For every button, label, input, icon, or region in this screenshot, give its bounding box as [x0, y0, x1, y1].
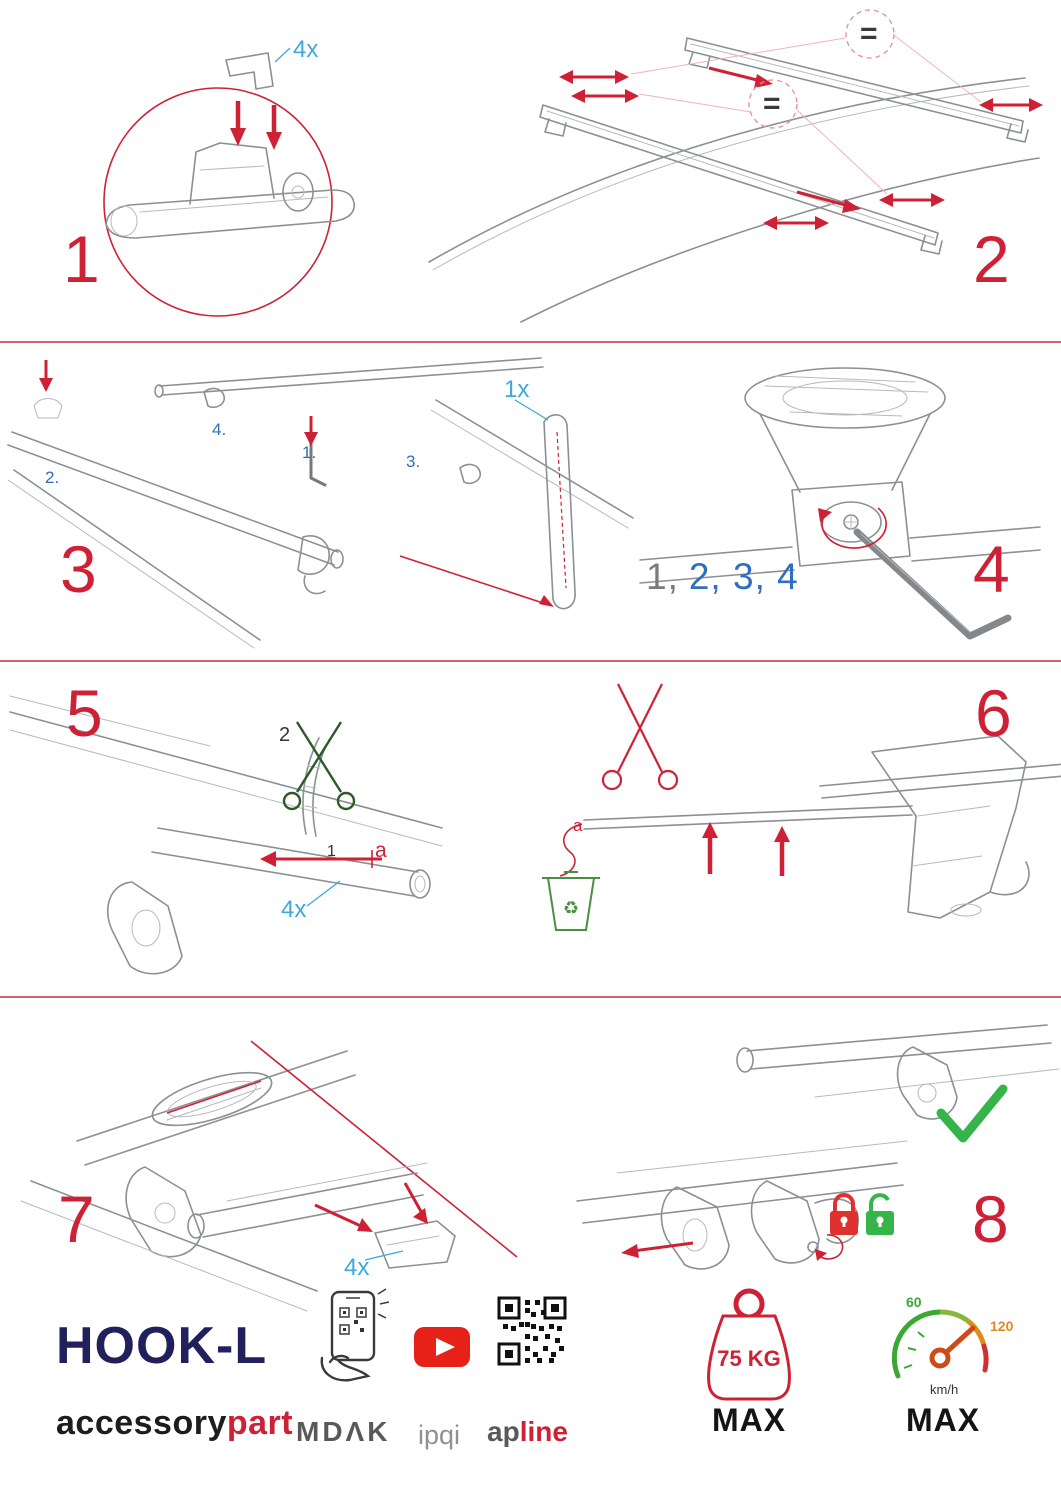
trash-icon: ♻ — [542, 871, 600, 931]
sequence-remaining: 2, 3, 4 — [688, 556, 799, 597]
insert-down-arrows-icon — [230, 101, 282, 150]
step-5-insert-label: 1 — [327, 843, 336, 860]
brand-part-1: accessory — [56, 1404, 227, 1442]
step-8-number: 8 — [972, 1182, 1009, 1256]
speedometer-icon — [891, 1309, 989, 1379]
step-6-illustration: ♻ — [542, 683, 1061, 931]
max-load-label: MAX — [711, 1402, 787, 1438]
weight-icon — [707, 1288, 791, 1401]
equal-sign: = — [860, 17, 878, 50]
checkmark-icon — [936, 1084, 1008, 1143]
step-5-illustration — [9, 695, 443, 975]
lock-open-icon — [866, 1193, 894, 1235]
tighten-arrow-icon — [820, 1234, 844, 1260]
scissors-icon — [601, 683, 679, 791]
speed-min-label: 60 — [906, 1294, 922, 1310]
product-name: HOOK-L — [56, 1317, 268, 1375]
logo-apline-part-1: ap — [487, 1416, 520, 1447]
brand-logo: accessorypart — [56, 1404, 293, 1443]
step-1-number: 1 — [63, 222, 100, 296]
step-4-number: 4 — [973, 532, 1010, 606]
section-divider-2 — [0, 660, 1061, 662]
equal-badge-circle — [748, 79, 798, 129]
step-7-number: 7 — [58, 1182, 95, 1256]
step-5-ref-label: a — [375, 839, 387, 862]
play-icon — [436, 1338, 455, 1356]
scissors-icon — [282, 721, 356, 811]
magnifier-circle — [103, 87, 333, 317]
allen-key-icon — [853, 528, 1012, 640]
step-2-illustration — [428, 9, 1043, 323]
step-7-quantity: 4x — [344, 1254, 370, 1281]
allen-key-icon — [309, 442, 327, 487]
step-1-illustration — [103, 47, 355, 317]
lock-closed-icon — [830, 1193, 858, 1235]
push-up-arrows-icon — [702, 822, 790, 876]
speed-max-label: MAX — [905, 1402, 981, 1438]
step-3-number: 3 — [60, 532, 97, 606]
step-5-quantity: 4x — [281, 896, 307, 923]
step-8-illustration — [576, 1024, 1060, 1270]
section-divider-1 — [0, 341, 1061, 343]
step-6-number: 6 — [975, 676, 1012, 750]
strap-part — [543, 414, 576, 610]
recycle-icon: ♻ — [563, 898, 579, 918]
step-3-mark-1: 1. — [302, 443, 317, 462]
step-3-mark-2: 2. — [45, 468, 60, 487]
step-3-mark-4: 4. — [212, 420, 227, 439]
section-divider-3 — [0, 996, 1061, 998]
equal-spacing-arrows-icon — [559, 66, 1043, 230]
youtube-icon — [414, 1327, 470, 1367]
step-3-illustration — [7, 357, 634, 649]
rotate-arrow-icon — [821, 507, 887, 549]
qr-code — [497, 1296, 567, 1366]
speed-max-value: 120 — [990, 1318, 1014, 1334]
equal-badge-circle — [845, 9, 895, 59]
equal-sign: = — [763, 87, 781, 120]
step-7-illustration — [20, 1040, 518, 1312]
step-6-ref-label: a — [573, 816, 583, 835]
phone-qr-icon — [320, 1288, 390, 1382]
brand-part-2: part — [226, 1404, 294, 1442]
max-load-value: 75 KG — [717, 1346, 781, 1371]
step-5-cut-label: 2 — [279, 724, 291, 746]
sequence-done: 1, — [646, 556, 679, 597]
logo-mdak: MDΛK — [296, 1416, 391, 1447]
logo-ipqi: ipqi — [418, 1420, 461, 1450]
logo-apline: apline — [487, 1416, 568, 1448]
step-4-illustration — [639, 367, 1041, 640]
step-2-number: 2 — [973, 222, 1010, 296]
logo-apline-part-2: line — [519, 1416, 568, 1447]
step-5-number: 5 — [66, 676, 103, 750]
speed-unit-label: km/h — [930, 1382, 959, 1397]
step-3-quantity: 1x — [504, 376, 530, 403]
step-3-mark-3: 3. — [406, 452, 421, 471]
step-1-quantity: 4x — [293, 36, 319, 63]
step-4-sequence: 1,2, 3, 4 — [646, 556, 799, 598]
